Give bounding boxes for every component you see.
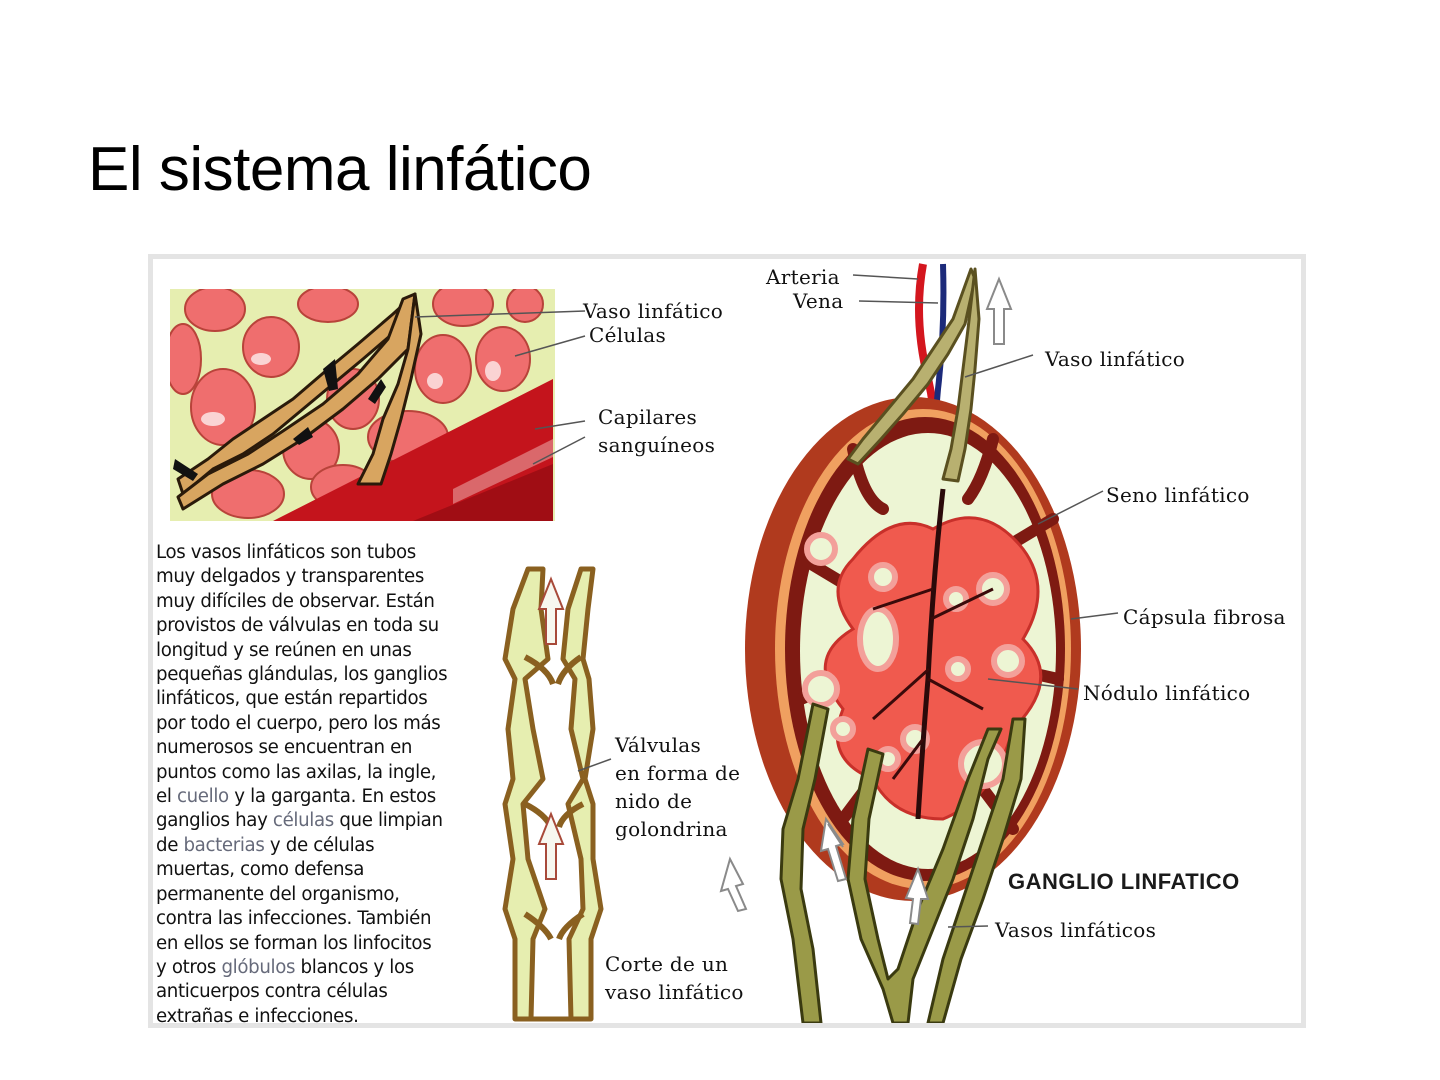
text-fragment: y otros — [156, 956, 222, 978]
description-line: de bacterias y de células — [156, 834, 496, 858]
label-valvulas-line1: Válvulas — [615, 733, 702, 757]
lymphatic-illustration — [170, 263, 1119, 1023]
link-globulos[interactable]: glóbulos — [221, 956, 296, 978]
description-line: numerosos se encuentran en — [156, 737, 413, 759]
link-cuello[interactable]: cuello — [176, 786, 229, 808]
lymph-node-image — [719, 263, 1119, 1023]
description-paragraph: Los vasos linfáticos son tubos muy delga… — [156, 541, 496, 1027]
text-fragment: ganglios hay — [156, 810, 273, 832]
label-valvulas-line4: golondrina — [615, 817, 728, 841]
text-fragment: blancos y los — [295, 956, 415, 978]
label-arteria: Arteria — [766, 265, 840, 289]
description-line: longitud y se reúnen en unas — [156, 639, 412, 661]
slide-title: El sistema linfático — [88, 135, 592, 204]
description-line: muertas, como defensa — [156, 859, 365, 881]
description-line: en ellos se forman los linfocitos — [156, 932, 432, 954]
label-valvulas-line3: nido de — [615, 789, 693, 813]
label-vasos-linfaticos: Vasos linfáticos — [995, 918, 1157, 942]
label-corte-line2: vaso linfático — [605, 980, 744, 1004]
text-fragment: de — [156, 834, 184, 856]
description-line: muy delgados y transparentes — [156, 566, 424, 588]
description-line: por todo el cuerpo, pero los más — [156, 712, 441, 734]
valve-section-image — [502, 566, 612, 1022]
label-capilares-line2: sanguíneos — [598, 433, 716, 457]
description-line: y otros glóbulos blancos y los — [156, 956, 496, 980]
link-celulas[interactable]: células — [272, 810, 334, 832]
label-vaso-linfatico-node: Vaso linfático — [1045, 347, 1186, 371]
label-nodulo-linfatico: Nódulo linfático — [1083, 681, 1251, 705]
text-fragment: y la garganta. En estos — [228, 786, 436, 808]
description-line: el cuello y la garganta. En estos — [156, 785, 496, 809]
label-capilares-line1: Capilares — [598, 405, 698, 429]
label-celulas: Células — [589, 323, 667, 347]
description-line: Los vasos linfáticos son tubos — [156, 542, 416, 563]
lymphatic-figure: Vaso linfático Células Capilares sanguín… — [148, 254, 1306, 1028]
description-line: permanente del organismo, — [156, 883, 400, 905]
label-capsula-fibrosa: Cápsula fibrosa — [1123, 605, 1286, 629]
ganglio-linfatico-heading: GANGLIO LINFATICO — [1008, 869, 1240, 894]
text-fragment: que limpian — [333, 810, 443, 832]
description-line: anticuerpos contra células — [156, 981, 388, 1003]
label-seno-linfatico: Seno linfático — [1106, 483, 1250, 507]
text-fragment: y de células — [264, 834, 375, 856]
label-corte-line1: Corte de un — [605, 952, 729, 976]
label-valvulas-line2: en forma de — [615, 761, 741, 785]
description-line: puntos como las axilas, la ingle, — [156, 761, 437, 783]
description-line: provistos de válvulas en toda su — [156, 615, 439, 637]
description-line: pequeñas glándulas, los ganglios — [156, 664, 448, 686]
description-line: muy difíciles de observar. Están — [156, 590, 435, 612]
description-line: ganglios hay células que limpian — [156, 809, 496, 833]
description-line: linfáticos, que están repartidos — [156, 688, 428, 710]
text-fragment: el — [156, 786, 177, 808]
label-vaso-linfatico-inset: Vaso linfático — [583, 299, 724, 323]
tissue-inset-image — [170, 289, 586, 521]
label-vena: Vena — [793, 289, 844, 313]
description-line: extrañas e infecciones. — [156, 1005, 359, 1027]
description-line: contra las infecciones. También — [156, 908, 432, 930]
link-bacterias[interactable]: bacterias — [183, 834, 265, 856]
